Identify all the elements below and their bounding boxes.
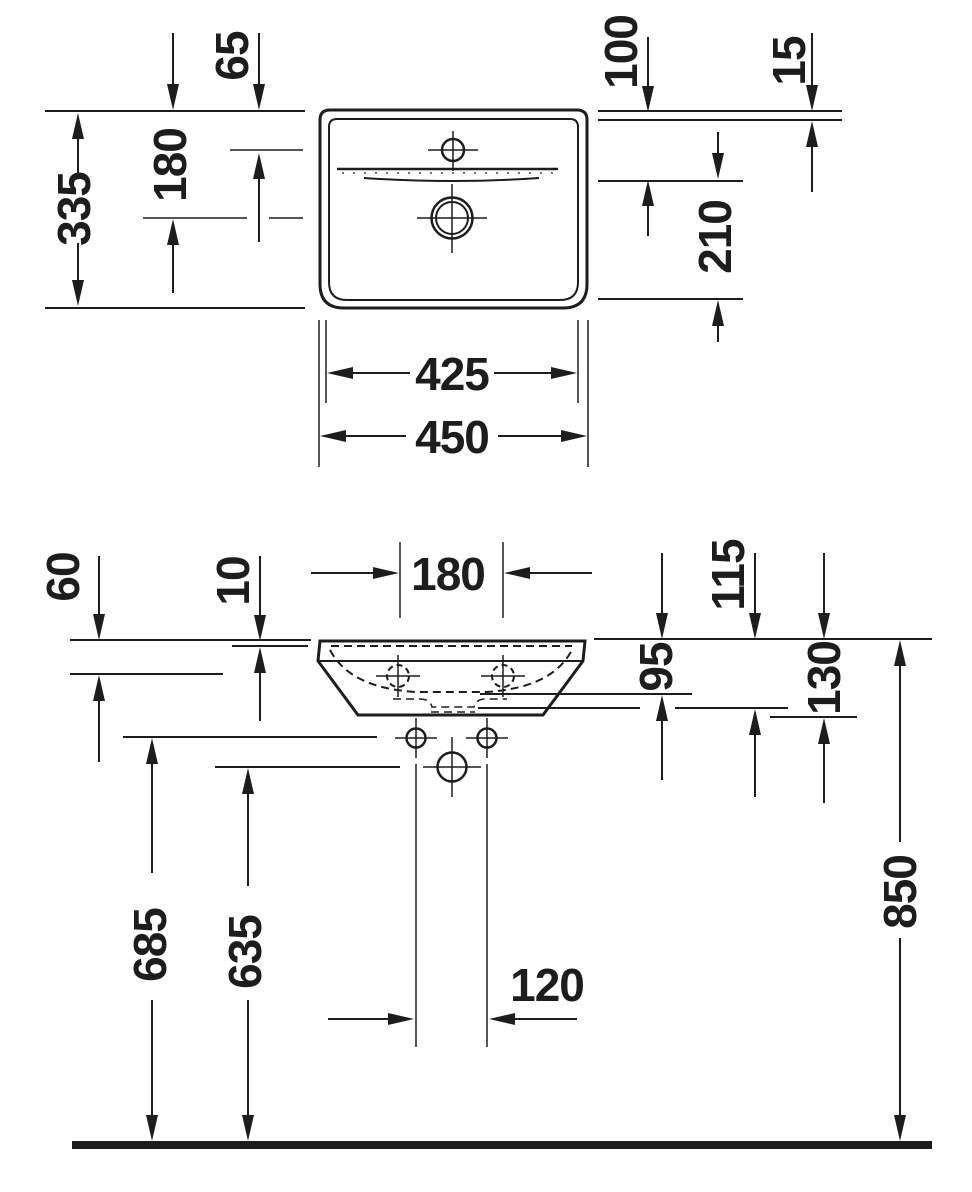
dim-label-body-height: 130 (798, 641, 850, 715)
dim-label-overall-width: 450 (415, 411, 489, 463)
dim-label-rim-step: 10 (207, 556, 259, 605)
front-view: 60 10 180 (37, 539, 932, 1149)
dimension-rim-to-outlet: 115 (702, 539, 761, 797)
dimension-fixing-hole-spacing: 120 (328, 764, 585, 1047)
waste-outlet-hole (423, 737, 481, 797)
basin-top-outline (318, 108, 589, 310)
dim-label-rim-to-outlet: 115 (702, 539, 754, 611)
dim-label-outlet-to-floor: 635 (219, 915, 271, 989)
dimension-overall-depth: 335 (48, 113, 100, 306)
dimension-bowl-depth: 210 (689, 132, 741, 342)
hidden-drain-fitting (393, 698, 507, 708)
dimension-inner-width: 425 (325, 320, 579, 403)
dim-label-rim-lip: 15 (763, 36, 815, 86)
dim-label-overall-depth: 335 (48, 172, 100, 246)
dimension-rim-to-faucet: 65 (206, 31, 265, 242)
rear-fixing-hole-right (481, 655, 525, 697)
dimension-rim-to-bowl-bottom: 95 (630, 553, 682, 780)
dim-label-fixing-holes-to-floor: 685 (124, 908, 176, 982)
dim-label-back-ledge: 100 (595, 15, 647, 89)
wall-fixing-hole-right (466, 718, 508, 758)
dimension-rear-hole-spacing: 180 (311, 542, 592, 618)
dim-label-fixing-hole-spacing: 120 (510, 959, 584, 1011)
basin-front-outline (316, 639, 587, 717)
plan-view: 335 180 65 100 (45, 15, 842, 467)
wall-fixing-hole-left (395, 718, 437, 758)
dim-label-rim-to-faucet: 65 (206, 31, 258, 81)
faucet-hole (428, 131, 478, 171)
drain-hole-top (417, 184, 487, 253)
dimension-rim-step: 10 (207, 556, 266, 721)
dimension-outlet-to-floor: 635 (215, 766, 400, 1141)
dimension-rim-to-floor: 850 (874, 640, 926, 1141)
rear-fixing-hole-left (376, 655, 420, 697)
dimension-rim-band: 60 (37, 552, 105, 762)
dimension-overall-width: 450 (318, 320, 589, 467)
hidden-bowl-curve (329, 649, 573, 693)
dim-label-bowl-depth: 210 (689, 200, 741, 274)
dimension-body-height: 130 (798, 553, 850, 803)
dim-label-rim-band: 60 (37, 552, 89, 601)
dimension-fixing-holes-to-floor: 685 (123, 736, 377, 1141)
dim-label-rim-to-bowl-bottom: 95 (630, 642, 682, 692)
dimension-rim-to-drain: 180 (144, 33, 196, 293)
dim-label-rim-to-drain: 180 (144, 128, 196, 202)
dimension-rim-lip: 15 (763, 33, 818, 192)
bowl-back-curve (363, 177, 540, 182)
dimension-back-ledge: 100 (595, 15, 654, 236)
dim-label-rear-hole-spacing: 180 (411, 548, 485, 600)
dim-label-inner-width: 425 (415, 348, 489, 400)
dim-label-rim-to-floor: 850 (874, 855, 926, 929)
